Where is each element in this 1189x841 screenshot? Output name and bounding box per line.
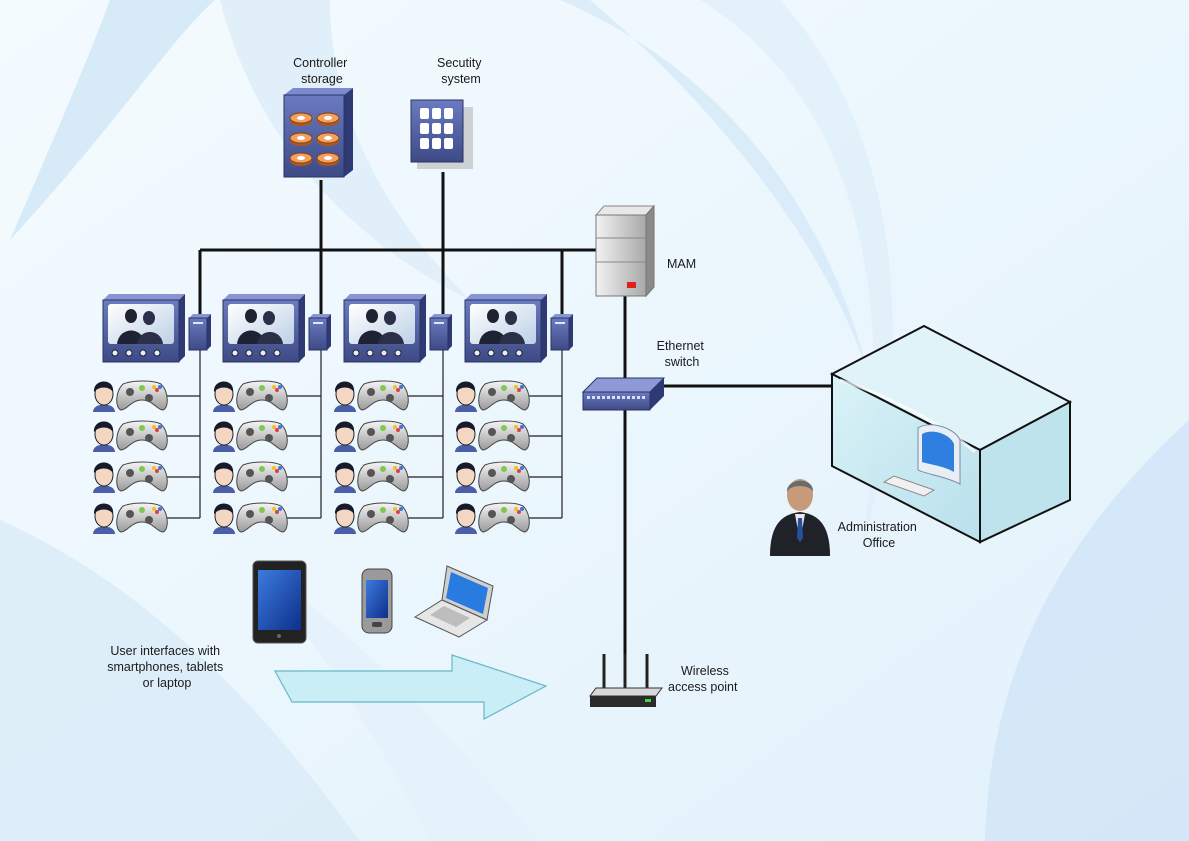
tv-icon bbox=[343, 294, 426, 363]
wireless-router-icon bbox=[589, 654, 663, 707]
console-box-icon bbox=[188, 314, 211, 351]
station bbox=[213, 294, 331, 534]
server-icon bbox=[594, 204, 656, 298]
player-avatar-icon bbox=[334, 381, 356, 412]
gamepad-icon bbox=[478, 502, 530, 533]
wireless-access-point: Wireless access point bbox=[589, 654, 738, 707]
security-system-label: Secutity system bbox=[437, 56, 485, 86]
gamepad-icon bbox=[116, 420, 168, 451]
player-avatar-icon bbox=[93, 421, 115, 452]
player-avatar-icon bbox=[93, 503, 115, 534]
player-avatar-icon bbox=[93, 462, 115, 493]
storage-array-icon bbox=[283, 88, 353, 178]
player-avatar-icon bbox=[213, 462, 235, 493]
player-avatar-icon bbox=[455, 462, 477, 493]
office-room-icon bbox=[829, 324, 1073, 544]
controller-storage-label: Controller storage bbox=[293, 56, 351, 86]
player-avatar-icon bbox=[455, 381, 477, 412]
player-avatar-icon bbox=[334, 503, 356, 534]
player-avatar-icon bbox=[213, 381, 235, 412]
player-avatar-icon bbox=[334, 421, 356, 452]
tv-icon bbox=[102, 294, 185, 363]
administration-office: Administration Office bbox=[770, 324, 1073, 556]
businessman-icon bbox=[770, 479, 830, 556]
smartphone-icon bbox=[361, 568, 393, 634]
security-system: Secutity system bbox=[410, 56, 485, 169]
tablet-icon bbox=[252, 560, 307, 644]
administration-office-label: Administration Office bbox=[838, 520, 921, 550]
network-wires bbox=[198, 172, 832, 688]
gamepad-icon bbox=[357, 461, 409, 492]
gamepad-icon bbox=[116, 380, 168, 411]
gamepad-icon bbox=[357, 380, 409, 411]
gamepad-icon bbox=[357, 420, 409, 451]
gamepad-icon bbox=[478, 420, 530, 451]
mam-server: MAM bbox=[594, 204, 696, 298]
gamepad-icon bbox=[357, 502, 409, 533]
ethernet-switch: Ethernet switch bbox=[581, 339, 708, 411]
tv-icon bbox=[464, 294, 547, 363]
player-avatar-icon bbox=[213, 421, 235, 452]
ethernet-switch-label: Ethernet switch bbox=[657, 339, 708, 369]
gamepad-icon bbox=[478, 461, 530, 492]
station bbox=[334, 294, 452, 534]
console-box-icon bbox=[429, 314, 452, 351]
laptop-icon bbox=[413, 565, 494, 638]
gamepad-icon bbox=[236, 461, 288, 492]
gamepad-icon bbox=[116, 502, 168, 533]
station bbox=[93, 294, 211, 534]
monitor-icon bbox=[882, 424, 961, 497]
mam-label: MAM bbox=[667, 257, 696, 271]
console-box-icon bbox=[550, 314, 573, 351]
player-avatar-icon bbox=[334, 462, 356, 493]
user-interfaces-label: User interfaces with smartphones, tablet… bbox=[107, 644, 227, 690]
controller-storage: Controller storage bbox=[283, 56, 353, 178]
gamepad-icon bbox=[478, 380, 530, 411]
player-avatar-icon bbox=[455, 421, 477, 452]
wireless-access-point-label: Wireless access point bbox=[668, 664, 738, 694]
gamepad-icon bbox=[116, 461, 168, 492]
station bbox=[455, 294, 573, 534]
player-avatar-icon bbox=[213, 503, 235, 534]
arrow-icon bbox=[273, 654, 548, 720]
player-avatar-icon bbox=[93, 381, 115, 412]
station-bus-lines bbox=[163, 350, 563, 519]
gaming-stations bbox=[93, 294, 573, 534]
ethernet-switch-icon bbox=[581, 377, 666, 411]
user-interface-devices bbox=[252, 560, 494, 644]
gamepad-icon bbox=[236, 380, 288, 411]
console-box-icon bbox=[308, 314, 331, 351]
gamepad-icon bbox=[236, 420, 288, 451]
keypad-icon bbox=[410, 99, 473, 169]
gamepad-icon bbox=[236, 502, 288, 533]
tv-icon bbox=[222, 294, 305, 363]
player-avatar-icon bbox=[455, 503, 477, 534]
